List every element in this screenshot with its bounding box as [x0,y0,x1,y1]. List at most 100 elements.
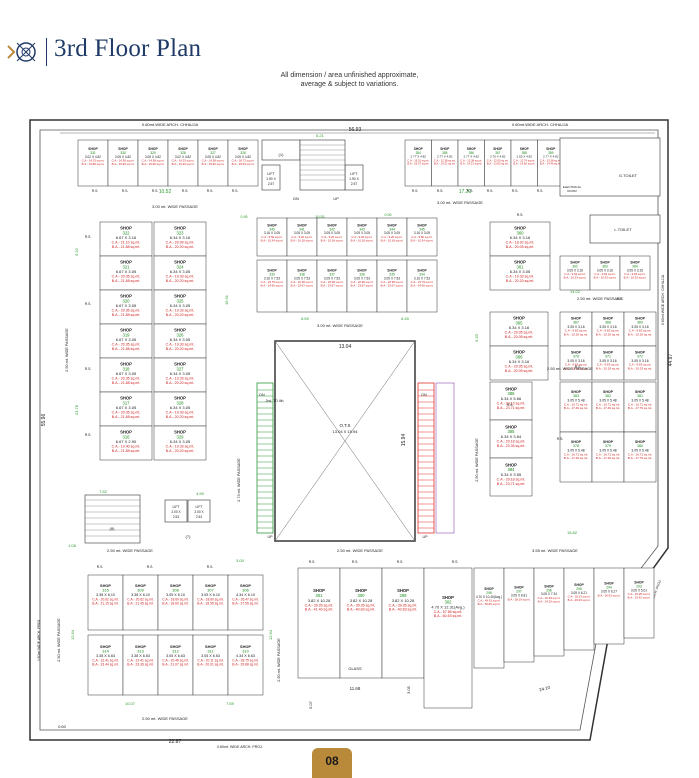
shop-dimensions: 6.34 X 3.05 [170,405,191,410]
shop-outline [489,221,551,257]
shop-carpet-area: C.A.- 15.28 sq.mt. [628,592,651,596]
shop-carpet-area: C.A.- 20.05 sq.mt. [505,365,534,369]
shop-outline [559,255,591,291]
passage-vert-lower-left: 2.50 mt. WIDE PASSAGE [57,618,61,662]
shop-outline [99,221,153,257]
shop-outline [489,255,551,291]
shop-carpet-area: C.A.- 19.33 sq.mt. [166,377,195,381]
shop-label: SHOP [571,390,582,394]
shop-dimensions: 6.34 X 3.16 [509,325,530,330]
shop-outline [591,345,625,381]
top-strip-dim-right: 17.20 [459,189,472,195]
shop-label: SHOP [178,147,188,151]
shop-label: SHOP [174,361,186,366]
l-toilet [589,214,661,244]
shop-built-area: B.A.- 23.67 sq.mt. [351,283,374,287]
dim-0-60: 0.60 [58,724,67,729]
shop-label: SHOP [238,147,248,151]
shop-outline [503,567,535,663]
passage-lowleft: 2.50 mt. WIDE PASSAGE [142,716,188,721]
shop-carpet-area: C.A.- 18.60 sq.mt. [197,597,224,601]
shop-number: 324 [177,264,185,269]
bottom-left-dim-2: 7.59 [226,701,235,706]
shop-dimensions: 6.34 X 3.05 [510,269,531,274]
shop-built-area: B.A.- 41.40 sq.mt. [305,608,334,612]
roller-shutter-label: R.S. [512,189,519,193]
shop-number: 340 [269,227,275,231]
roller-shutter-label: R.S. [97,565,104,569]
roller-shutter-label: R.S. [537,189,544,193]
roller-shutter-label: R.S. [182,189,189,193]
lift-3 [164,499,188,523]
shop-label: SHOP [635,316,646,320]
dim-0-95-a: 0.95 [241,215,248,219]
shop-label: SHOP [440,147,450,151]
shop-outline [489,381,533,421]
shop-outline [153,255,207,291]
shop-number: 381 [637,394,643,398]
shop-carpet-area: C.A.- 21.10 sq.mt. [112,241,141,245]
shop-number: 361 [517,264,525,269]
shop-number: 366 [516,354,524,359]
shop-carpet-area: C.A.- 16.71 sq.mt. [564,402,588,406]
shop-carpet-area: C.A.- 18.02 sq.mt. [506,241,535,245]
roller-shutter-label: R.S. [437,189,444,193]
shop-dimensions: 2.70 X 4.82 [490,155,506,159]
shop-dimensions: 3.05 X 3.16 [599,359,616,363]
shop-outline [559,431,593,483]
shop-number: 336 [359,272,365,276]
shop-dimensions: 3.05 X 5.48 [567,398,584,402]
shop-outline [559,311,593,347]
shop-label: SHOP [635,350,646,354]
shop-number: 335 [389,272,395,276]
shop-outline [256,259,288,313]
shop-outline [286,259,318,313]
shop-built-area: B.A.- 15.29 sq.mt. [172,162,195,166]
shop-number: 378 [573,444,579,448]
shop-carpet-area: C.A.- 9.20 sq.mt. [381,235,402,239]
shop-label: SHOP [634,580,644,584]
shop-built-area: B.A.- 20.05 sq.mt. [505,335,534,339]
shop-built-area: B.A.- 17.79 sq.mt. [628,456,652,460]
shop-number: 329 [150,151,156,155]
shop-dimensions: 3.02 X 4.82 [85,155,101,159]
void-diagonal-2 [274,340,416,542]
shop-label: SHOP [546,147,556,151]
shop-number: 326 [240,151,246,155]
shop-dimensions: 3.05 X 6.63 [166,654,185,658]
shop-built-area: B.A.- 20.05 sq.mt. [506,245,535,249]
lift-1-label: LIFT [267,172,275,176]
roller-shutter-label: R.S. [557,437,564,441]
shop-dimensions: 3.05 X 7.53 [294,276,310,280]
shop-carpet-area: C.A.- 49.91 sq.mt. [478,599,501,603]
shop-carpet-area: C.A.- 14.56 sq.mt. [112,159,135,163]
shop-label: SHOP [493,147,503,151]
shop-number: 358 [522,151,528,155]
left-col-dim-3: 15.91 [224,294,229,305]
shop-built-area: B.A.- 24.90 sq.mt. [261,283,284,287]
shop-label: SHOP [120,429,132,434]
l-toilet-label: L.TOILET [614,227,632,232]
shop-label: SHOP [327,268,337,272]
shop-built-area: B.A.- 10.33 sq.mt. [628,366,652,370]
left-low-dim-2: 12.64 [268,629,273,640]
lift-4-dim-b: 2.53 [196,515,202,519]
shop-number: 316 [123,434,131,439]
shop-number: 306 [242,588,248,593]
shop-number: 315 [102,588,108,593]
shop-carpet-area: C.A.- 9.20 sq.mt. [321,235,342,239]
shop-built-area: B.A.- 20.20 sq.mt. [166,245,195,249]
shop-built-area: B.A.- 17.49 sq.mt. [596,456,620,460]
shop-label: SHOP [135,644,146,649]
shop-dimensions: 6.34 X 3.05 [170,371,191,376]
shop-built-area: B.A.- 13.82 sq.mt. [487,162,509,166]
shop-label: SHOP [417,268,427,272]
shop-built-area: B.A.- 10.33 sq.mt. [564,275,587,279]
roller-shutter-label: R.S. [352,560,359,564]
shop-label: SHOP [240,644,251,649]
shop-outline [227,139,259,187]
shop-dimensions: 6.67 X 3.05 [116,405,137,410]
shop-number: 357 [495,151,501,155]
shop-label: SHOP [571,350,582,354]
shop-label: SHOP [571,440,582,444]
